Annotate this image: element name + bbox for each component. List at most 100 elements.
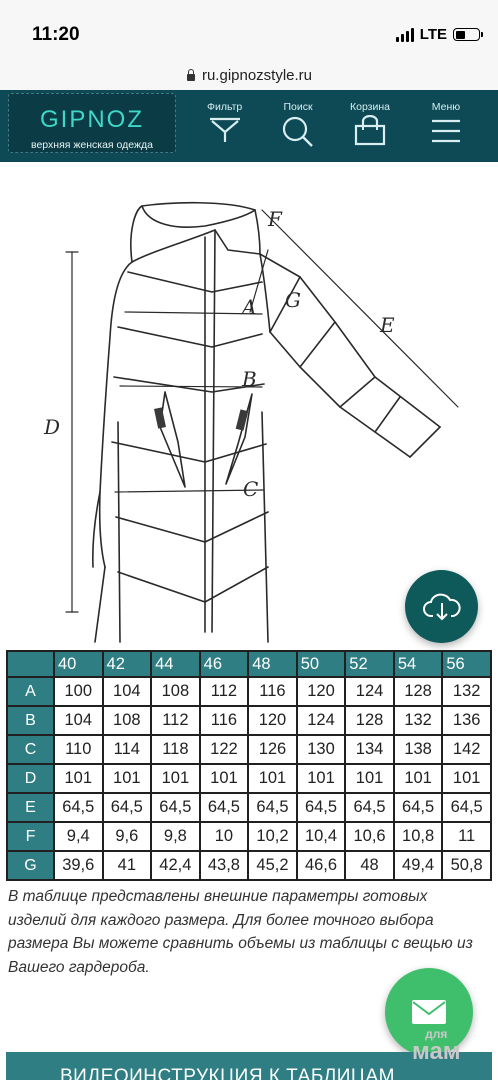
size-value-cell: 39,6 bbox=[53, 850, 104, 881]
size-value-cell: 43,8 bbox=[198, 850, 250, 881]
measure-row-label: G bbox=[6, 850, 55, 881]
measure-label-g: G bbox=[285, 288, 301, 312]
nav-search[interactable]: Поиск bbox=[280, 101, 316, 147]
coat-sketch: A B C D E F G bbox=[43, 201, 459, 643]
size-value-cell: 64,5 bbox=[344, 792, 395, 823]
lock-icon bbox=[186, 69, 196, 81]
nav-menu-label: Меню bbox=[431, 101, 461, 113]
size-value-cell: 10,8 bbox=[392, 821, 444, 852]
size-value-cell: 112 bbox=[150, 705, 201, 736]
size-value-cell: 64,5 bbox=[198, 792, 250, 823]
logo-brand: GIPNOZ bbox=[39, 106, 144, 133]
size-value-cell: 101 bbox=[247, 763, 298, 794]
size-value-cell: 9,8 bbox=[150, 821, 201, 852]
size-value-cell: 50,8 bbox=[441, 850, 492, 881]
measure-label-e: E bbox=[379, 313, 395, 337]
measure-row-label: A bbox=[6, 676, 55, 707]
size-value-cell: 9,4 bbox=[53, 821, 104, 852]
size-table-description: В таблице представлены внешние параметры… bbox=[8, 888, 473, 976]
size-value-cell: 126 bbox=[247, 734, 298, 765]
size-value-cell: 101 bbox=[441, 763, 492, 794]
size-value-cell: 64,5 bbox=[441, 792, 492, 823]
size-header-cell: 44 bbox=[150, 650, 201, 678]
size-value-cell: 10,2 bbox=[247, 821, 298, 852]
size-value-cell: 110 bbox=[53, 734, 104, 765]
size-value-cell: 138 bbox=[392, 734, 444, 765]
size-value-cell: 122 bbox=[198, 734, 250, 765]
measure-row-label: D bbox=[6, 763, 55, 794]
measure-row-label: F bbox=[6, 821, 55, 852]
measure-label-d: D bbox=[43, 415, 60, 439]
coat-measurement-drawing: A B C D E F G bbox=[0, 162, 498, 647]
size-value-cell: 128 bbox=[392, 676, 444, 707]
nav-menu[interactable]: Меню bbox=[430, 101, 462, 147]
size-value-cell: 64,5 bbox=[53, 792, 104, 823]
size-value-cell: 116 bbox=[198, 705, 250, 736]
nav-search-label: Поиск bbox=[283, 101, 313, 113]
video-instruction-banner[interactable]: ВИДЕОИНСТРУКЦИЯ К ТАБЛИЦАМ bbox=[6, 1052, 492, 1080]
size-value-cell: 134 bbox=[344, 734, 395, 765]
size-value-cell: 9,6 bbox=[101, 821, 153, 852]
watermark-line1: для bbox=[425, 1027, 448, 1041]
size-value-cell: 118 bbox=[150, 734, 201, 765]
size-header-cell: 54 bbox=[392, 650, 444, 678]
size-value-cell: 132 bbox=[392, 705, 444, 736]
measure-label-b: B bbox=[241, 367, 257, 391]
size-value-cell: 116 bbox=[247, 676, 298, 707]
size-value-cell: 136 bbox=[441, 705, 492, 736]
size-header-cell: 48 bbox=[247, 650, 298, 678]
size-value-cell: 130 bbox=[295, 734, 347, 765]
menu-icon bbox=[432, 119, 460, 143]
size-value-cell: 48 bbox=[344, 850, 395, 881]
size-value-cell: 100 bbox=[53, 676, 104, 707]
mail-button[interactable] bbox=[385, 968, 473, 1056]
watermark-line2: мам bbox=[412, 1038, 461, 1065]
address-url[interactable]: ru.gipnozstyle.ru bbox=[201, 66, 313, 84]
nav-filter[interactable]: Фильтр bbox=[207, 101, 242, 145]
cart-icon bbox=[354, 115, 386, 146]
battery-icon bbox=[453, 28, 483, 41]
measure-row-label: E bbox=[6, 792, 55, 823]
measure-label-a: A bbox=[240, 295, 256, 319]
measure-label-c: C bbox=[243, 477, 258, 501]
nav-filter-label: Фильтр bbox=[207, 101, 243, 113]
size-value-cell: 49,4 bbox=[392, 850, 444, 881]
search-icon bbox=[282, 116, 313, 147]
size-value-cell: 120 bbox=[295, 676, 347, 707]
size-value-cell: 45,2 bbox=[247, 850, 298, 881]
measure-row-label: B bbox=[6, 705, 55, 736]
size-value-cell: 64,5 bbox=[150, 792, 201, 823]
nav-cart[interactable]: Корзина bbox=[350, 101, 390, 147]
size-header-cell: 40 bbox=[53, 650, 104, 678]
site-header: GIPNOZ верхняя женская одежда Фильтр Пои… bbox=[0, 90, 498, 162]
size-value-cell: 10,6 bbox=[344, 821, 395, 852]
size-value-cell: 10 bbox=[198, 821, 250, 852]
size-value-cell: 128 bbox=[344, 705, 395, 736]
site-logo[interactable]: GIPNOZ верхняя женская одежда bbox=[8, 93, 176, 153]
status-time: 11:20 bbox=[32, 24, 80, 45]
filter-icon bbox=[209, 117, 240, 142]
size-value-cell: 41 bbox=[101, 850, 153, 881]
size-value-cell: 101 bbox=[344, 763, 395, 794]
address-bar[interactable]: ru.gipnozstyle.ru bbox=[0, 60, 498, 90]
size-value-cell: 101 bbox=[101, 763, 153, 794]
size-value-cell: 114 bbox=[101, 734, 153, 765]
size-header-cell: 52 bbox=[344, 650, 395, 678]
size-value-cell: 101 bbox=[53, 763, 104, 794]
download-button[interactable] bbox=[405, 570, 478, 643]
size-value-cell: 142 bbox=[441, 734, 492, 765]
size-value-cell: 101 bbox=[198, 763, 250, 794]
size-value-cell: 101 bbox=[150, 763, 201, 794]
size-value-cell: 112 bbox=[198, 676, 250, 707]
size-header-cell: 42 bbox=[101, 650, 153, 678]
size-header-corner bbox=[6, 650, 55, 678]
size-value-cell: 64,5 bbox=[101, 792, 153, 823]
size-value-cell: 101 bbox=[295, 763, 347, 794]
measure-row-label: C bbox=[6, 734, 55, 765]
size-value-cell: 42,4 bbox=[150, 850, 201, 881]
video-instruction-label: ВИДЕОИНСТРУКЦИЯ К ТАБЛИЦАМ bbox=[60, 1066, 395, 1080]
